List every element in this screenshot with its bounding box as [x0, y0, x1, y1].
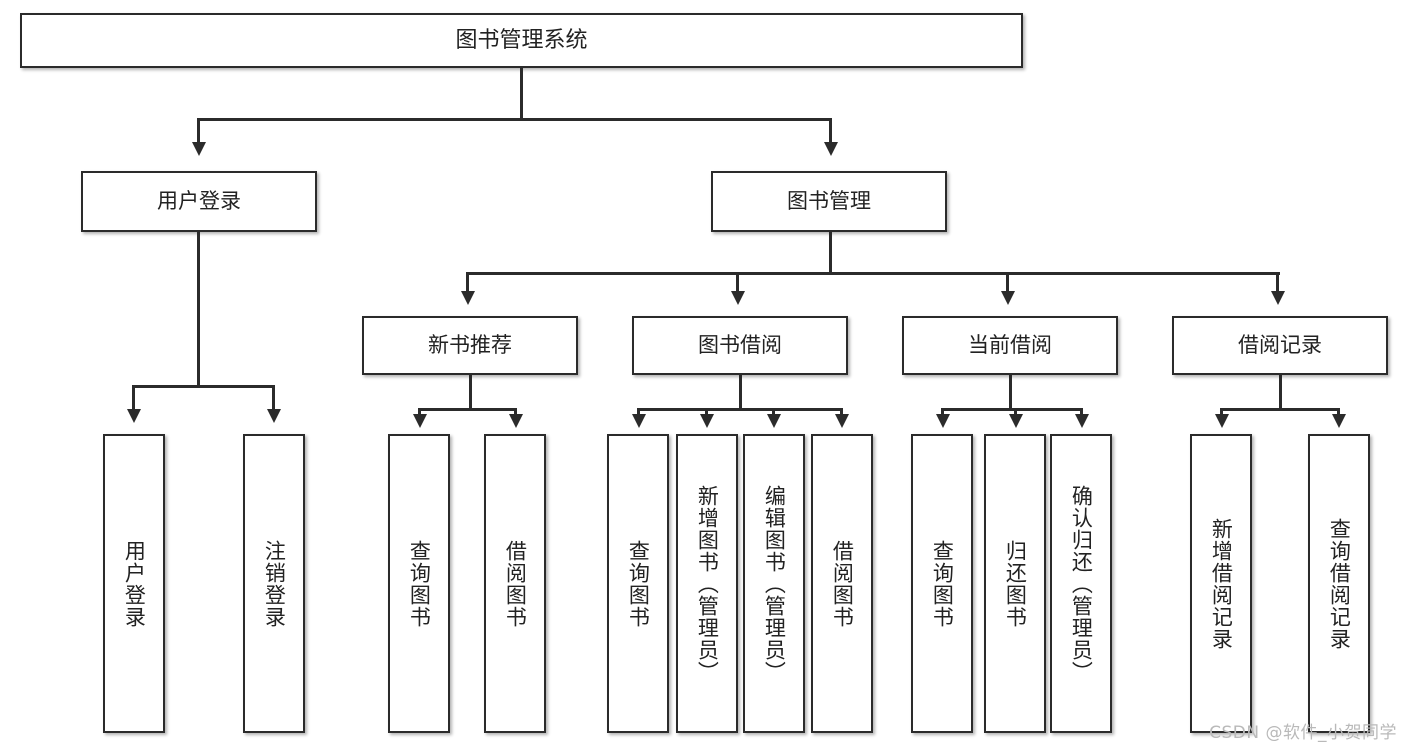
arrow-to-leaf-borrow-book-2 [835, 414, 849, 428]
leaf-confirm-return-admin[interactable]: 确认归还（管理员） [1050, 434, 1112, 733]
node-label: 确认归还（管理员） [1069, 484, 1094, 683]
connector-root-stem [520, 68, 523, 118]
connector-userlogin-stem [197, 232, 200, 385]
node-book-borrow[interactable]: 图书借阅 [632, 316, 848, 375]
leaf-borrow-book[interactable]: 借阅图书 [811, 434, 873, 733]
arrow-to-user-login [192, 142, 206, 156]
arrow-to-leaf-query-book-3 [936, 414, 950, 428]
connector-bookmgmt-stem [829, 232, 832, 272]
connector-bookmgmt-drop-1 [466, 272, 469, 294]
node-label: 编辑图书（管理员） [762, 484, 787, 683]
arrow-to-leaf-edit-book [767, 414, 781, 428]
connector-currentborrow-drop-2 [1014, 408, 1017, 416]
connector-borrowrecord-stem [1279, 375, 1282, 408]
connector-bookborrow-drop-1 [637, 408, 640, 416]
node-label: 当前借阅 [968, 333, 1052, 358]
connector-newbook-drop-2 [514, 408, 517, 416]
leaf-logout[interactable]: 注销登录 [243, 434, 305, 733]
arrow-to-book-borrow [731, 291, 745, 305]
leaf-user-login[interactable]: 用户登录 [103, 434, 165, 733]
node-label: 借阅记录 [1238, 333, 1322, 358]
connector-currentborrow-drop-1 [941, 408, 944, 416]
connector-currentborrow-bus [941, 408, 1081, 411]
leaf-borrow-book-newbook[interactable]: 借阅图书 [484, 434, 546, 733]
arrow-to-current-borrow [1001, 291, 1015, 305]
connector-bookborrow-bus [637, 408, 841, 411]
node-label: 查询借阅记录 [1327, 517, 1352, 650]
connector-bookmgmt-drop-2 [736, 272, 739, 294]
node-label: 查询图书 [626, 539, 651, 628]
connector-bookborrow-stem [739, 375, 742, 408]
arrow-to-book-management [824, 142, 838, 156]
connector-borrowrecord-bus [1220, 408, 1339, 411]
arrow-to-leaf-query-borrow-record [1332, 414, 1346, 428]
node-label: 查询图书 [930, 539, 955, 628]
connector-bookborrow-drop-3 [772, 408, 775, 416]
connector-bookmgmt-drop-3 [1006, 272, 1009, 294]
node-label: 新增图书（管理员） [695, 484, 720, 683]
node-borrow-record[interactable]: 借阅记录 [1172, 316, 1388, 375]
connector-bookmgmt-drop-4 [1276, 272, 1279, 294]
leaf-edit-book-admin[interactable]: 编辑图书（管理员） [743, 434, 805, 733]
connector-currentborrow-drop-3 [1080, 408, 1083, 416]
arrow-to-leaf-logout [267, 409, 281, 423]
connector-borrowrecord-drop-2 [1337, 408, 1340, 416]
arrow-to-leaf-add-borrow-record [1215, 414, 1229, 428]
connector-borrowrecord-drop-1 [1220, 408, 1223, 416]
arrow-to-leaf-query-book-2 [632, 414, 646, 428]
arrow-to-leaf-return-book [1009, 414, 1023, 428]
leaf-query-book-current[interactable]: 查询图书 [911, 434, 973, 733]
leaf-query-book-newbook[interactable]: 查询图书 [388, 434, 450, 733]
node-label: 图书借阅 [698, 333, 782, 358]
csdn-watermark: CSDN @软件_小贺同学 [1209, 723, 1397, 743]
node-root-book-management-system[interactable]: 图书管理系统 [20, 13, 1023, 68]
arrow-to-borrow-record [1271, 291, 1285, 305]
leaf-add-borrow-record[interactable]: 新增借阅记录 [1190, 434, 1252, 733]
leaf-return-book[interactable]: 归还图书 [984, 434, 1046, 733]
connector-currentborrow-stem [1009, 375, 1012, 408]
leaf-add-book-admin[interactable]: 新增图书（管理员） [676, 434, 738, 733]
connector-root-drop-1 [197, 118, 200, 146]
connector-newbook-drop-1 [418, 408, 421, 416]
node-user-login[interactable]: 用户登录 [81, 171, 317, 232]
connector-bookmgmt-bus [466, 272, 1280, 275]
connector-newbook-bus [418, 408, 517, 411]
arrow-to-leaf-confirm-return [1075, 414, 1089, 428]
node-label: 查询图书 [407, 539, 432, 628]
connector-userlogin-bus [132, 385, 274, 388]
arrow-to-leaf-borrow-book-1 [509, 414, 523, 428]
node-label: 借阅图书 [503, 539, 528, 628]
arrow-to-leaf-user-login [127, 409, 141, 423]
node-label: 新增借阅记录 [1209, 517, 1234, 650]
connector-newbook-stem [469, 375, 472, 408]
connector-userlogin-drop-1 [132, 385, 135, 412]
leaf-query-borrow-record[interactable]: 查询借阅记录 [1308, 434, 1370, 733]
node-current-borrow[interactable]: 当前借阅 [902, 316, 1118, 375]
connector-root-bus [197, 118, 831, 121]
node-label: 图书管理系统 [455, 27, 588, 53]
node-label: 注销登录 [262, 539, 287, 628]
node-label: 用户登录 [157, 189, 241, 214]
node-label: 借阅图书 [830, 539, 855, 628]
connector-root-drop-2 [829, 118, 832, 146]
connector-bookborrow-drop-4 [840, 408, 843, 416]
node-label: 归还图书 [1003, 539, 1028, 628]
node-label: 图书管理 [787, 189, 871, 214]
node-new-book-recommend[interactable]: 新书推荐 [362, 316, 578, 375]
connector-userlogin-drop-2 [272, 385, 275, 412]
leaf-query-book-borrow[interactable]: 查询图书 [607, 434, 669, 733]
node-label: 新书推荐 [428, 333, 512, 358]
arrow-to-leaf-add-book [700, 414, 714, 428]
arrow-to-leaf-query-book-1 [413, 414, 427, 428]
connector-bookborrow-drop-2 [705, 408, 708, 416]
node-book-management[interactable]: 图书管理 [711, 171, 947, 232]
node-label: 用户登录 [122, 539, 147, 628]
arrow-to-new-book-recommend [461, 291, 475, 305]
